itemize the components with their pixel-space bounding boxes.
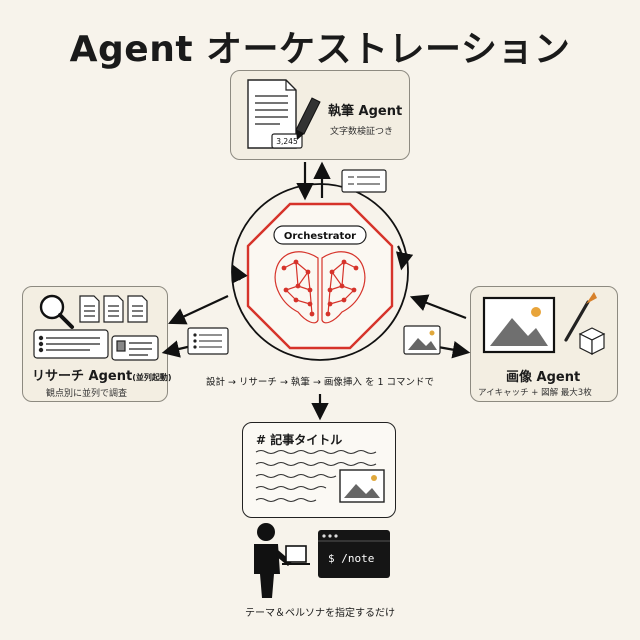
research-agent-suffix: (並列起動) [132, 373, 172, 382]
writer-agent-name: 執筆 Agent [328, 104, 403, 119]
article-text-lines [255, 449, 377, 503]
research-agent-title: リサーチ Agent(並列起動) [32, 365, 172, 384]
image-agent-name: 画像 Agent [506, 370, 581, 385]
message-card-top [341, 169, 387, 193]
image-agent-desc: アイキャッチ + 図解 最大3枚 [478, 388, 592, 398]
article-image-icon [339, 469, 385, 503]
research-agent-desc: 観点別に並列で調査 [46, 389, 128, 399]
research-cards-icon [33, 329, 159, 361]
research-agent-name: リサーチ Agent [32, 369, 133, 384]
message-card-left [187, 327, 229, 355]
magnifier-icon [39, 294, 74, 329]
article-heading: # 記事タイトル [256, 433, 343, 447]
orchestrator-label: Orchestrator [284, 231, 356, 242]
landscape-picture-icon [482, 296, 556, 354]
character-count: 3,245 [276, 137, 298, 146]
cube-icon [578, 327, 606, 355]
terminal-window [318, 530, 390, 578]
writer-agent-desc: 文字数検証つき [330, 127, 394, 137]
page-title: Agent オーケストレーション [69, 29, 571, 70]
flow-caption: 設計 → リサーチ → 執筆 → 画像挿入 を 1 コマンドで [205, 377, 435, 388]
paintbrush-icon [564, 292, 597, 342]
document-icon [247, 79, 303, 149]
image-message-card [403, 325, 441, 355]
laptop-icon [282, 545, 310, 565]
brain-nodes [281, 259, 359, 317]
pen-icon [295, 97, 321, 140]
footer-caption: テーマ＆ペルソナを指定するだけ [245, 608, 395, 619]
research-docs-icon [79, 295, 148, 323]
orchestrator-node [231, 183, 409, 361]
terminal-command: $ /note [328, 552, 374, 565]
